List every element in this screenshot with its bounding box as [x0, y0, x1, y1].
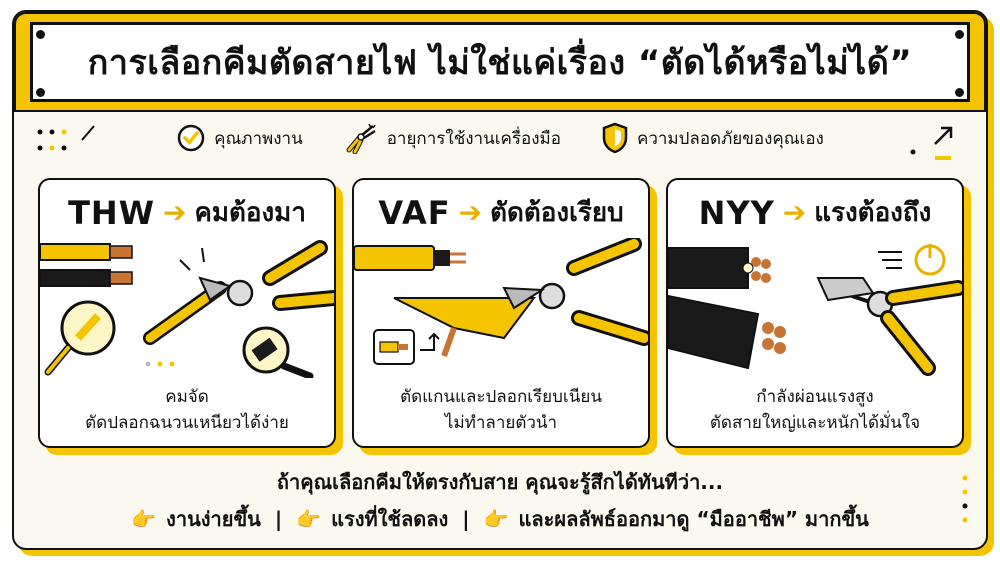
desc-line: ตัดสายใหญ่และหนักได้มั่นใจ [709, 413, 921, 433]
card-headline: แรงต้องถึง [814, 198, 932, 228]
desc-line: ตัดปลอกฉนวนเหนียวได้ง่าย [85, 413, 289, 433]
shield-check-icon [602, 122, 628, 154]
arrow-right-icon: ➔ [782, 196, 807, 229]
cable-code: NYY [698, 193, 775, 232]
pointing-hand-icon: 👉 [131, 507, 157, 531]
card-thw: THW ➔ คมต้องมา คมจัด ตัดปลอกฉนวน [38, 178, 336, 448]
legend-item-quality: คุณภาพงาน [176, 123, 303, 153]
pliers-icon [346, 123, 376, 154]
card-description: ตัดแกนและปลอกเรียบเนียน ไม่ทำลายตัวนำ [354, 384, 648, 436]
separator: | [462, 507, 470, 531]
corner-dot [955, 88, 964, 97]
card-vaf: VAF ➔ ตัดต้องเรียบ ตัดแกนและปลอกเรียบเนี… [352, 178, 650, 448]
card-title: THW ➔ คมต้องมา [40, 192, 334, 233]
legend-label: อายุการใช้งานเครื่องมือ [386, 128, 561, 149]
conclusion-text: ถ้าคุณเลือกคีมให้ตรงกับสาย คุณจะรู้สึกได… [276, 470, 724, 494]
arrow-right-icon: ➔ [162, 196, 187, 229]
legend-item-tool-life: อายุการใช้งานเครื่องมือ [343, 122, 561, 154]
card-title: NYY ➔ แรงต้องถึง [668, 192, 962, 233]
card-description: คมจัด ตัดปลอกฉนวนเหนียวได้ง่าย [40, 384, 334, 436]
pointing-hand-icon: 👉 [296, 507, 322, 531]
corner-dot [36, 30, 45, 39]
decorative-dots [962, 475, 968, 523]
desc-line: ตัดแกนและปลอกเรียบเนียน [400, 387, 602, 407]
benefit-item: และผลลัพธ์ออกมาดู “มืออาชีพ” มากขึ้น [518, 507, 869, 531]
legend-item-safety: ความปลอดภัยของคุณเอง [601, 122, 824, 154]
benefits-row: 👉 งานง่ายขึ้น | 👉 แรงที่ใช้ลดลง | 👉 และผ… [0, 503, 1000, 535]
pointing-hand-icon: 👉 [483, 507, 509, 531]
legend-label: ความปลอดภัยของคุณเอง [636, 128, 824, 149]
decorative-dots [37, 125, 95, 151]
card-headline: ตัดต้องเรียบ [490, 198, 624, 228]
page-title: การเลือกคีมตัดสายไฟ ไม่ใช่แค่เรื่อง “ตัด… [87, 43, 913, 83]
cable-code: THW [68, 193, 155, 232]
card-nyy: NYY ➔ แรงต้องถึง กำลังผ่อนแรงสูง ตัดสายใ… [666, 178, 964, 448]
cable-cutting-illustration [40, 240, 334, 378]
card-title: VAF ➔ ตัดต้องเรียบ [354, 192, 648, 233]
cable-cutting-illustration [354, 238, 648, 365]
corner-dot [36, 88, 45, 97]
arrow-right-icon: ➔ [458, 196, 483, 229]
separator: | [274, 507, 283, 531]
legend-label: คุณภาพงาน [214, 128, 303, 149]
title-box: การเลือกคีมตัดสายไฟ ไม่ใช่แค่เรื่อง “ตัด… [30, 22, 970, 102]
decorative-arrow-icon [910, 126, 953, 160]
desc-line: คมจัด [165, 387, 209, 407]
corner-dot [955, 30, 964, 39]
benefit-item: แรงที่ใช้ลดลง [331, 507, 449, 531]
card-headline: คมต้องมา [194, 198, 306, 228]
desc-line: กำลังผ่อนแรงสูง [756, 387, 874, 407]
cable-cutting-illustration [668, 244, 962, 376]
card-description: กำลังผ่อนแรงสูง ตัดสายใหญ่และหนักได้มั่น… [668, 384, 962, 436]
benefit-item: งานง่ายขึ้น [166, 507, 261, 531]
legend-row: คุณภาพงาน อายุการใช้งานเครื่องมือ ความปล… [0, 120, 1000, 156]
desc-line: ไม่ทำลายตัวนำ [444, 413, 558, 433]
cable-code: VAF [378, 193, 451, 232]
check-circle-icon [177, 124, 205, 152]
